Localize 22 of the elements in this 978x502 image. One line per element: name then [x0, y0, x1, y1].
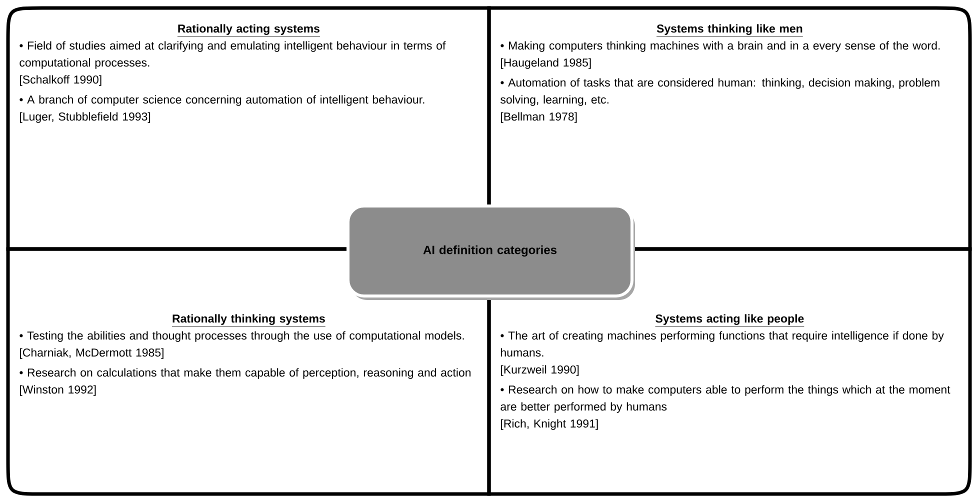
- citation: [Schalkoff 1990]: [20, 75, 102, 86]
- bullet-text: • The art of creating machines performing functions that require intelligence if done by humans.: [500, 331, 944, 357]
- citation: [Haugeland 1985]: [501, 58, 591, 69]
- bullet-text: • Making computers thinking machines with a brain and in a every sense of the word.: [500, 41, 940, 52]
- bullet-text: • Research on how to make computers able to perform the things which at the moment are better performed by humans: [500, 385, 950, 413]
- citation: [Luger, Stubblefield 1993]: [20, 112, 150, 123]
- heading: Systems thinking like men: [656, 24, 804, 37]
- bullet-text: • Testing the abilities and thought processes through the use of computational models.: [20, 331, 464, 342]
- citation: [Winston 1992]: [20, 385, 96, 396]
- heading: Systems acting like people: [655, 314, 804, 327]
- citation: [Charniak, McDermott 1985]: [20, 348, 164, 359]
- heading: Rationally acting systems: [177, 24, 320, 37]
- bullet-text: • Research on calculations that make them capable of perception, reasoning and action: [20, 368, 471, 379]
- bullet-text: • A branch of computer science concerning automation of intelligent behaviour.: [20, 95, 424, 106]
- bullet-text: • Field of studies aimed at clarifying and emulating intelligent behaviour in terms of computational processes.: [20, 41, 446, 69]
- citation: [Rich, Knight 1991]: [501, 419, 598, 430]
- box-title: AI definition categories: [423, 245, 557, 257]
- citation: [Bellman 1978]: [501, 112, 577, 123]
- heading: Rationally thinking systems: [172, 314, 326, 327]
- category-box: [346, 204, 635, 300]
- citation: [Kurzweil 1990]: [501, 365, 579, 376]
- bullet-text: • Automation of tasks that are considered human: thinking, decision making, problem solving, learning, etc.: [500, 78, 940, 106]
